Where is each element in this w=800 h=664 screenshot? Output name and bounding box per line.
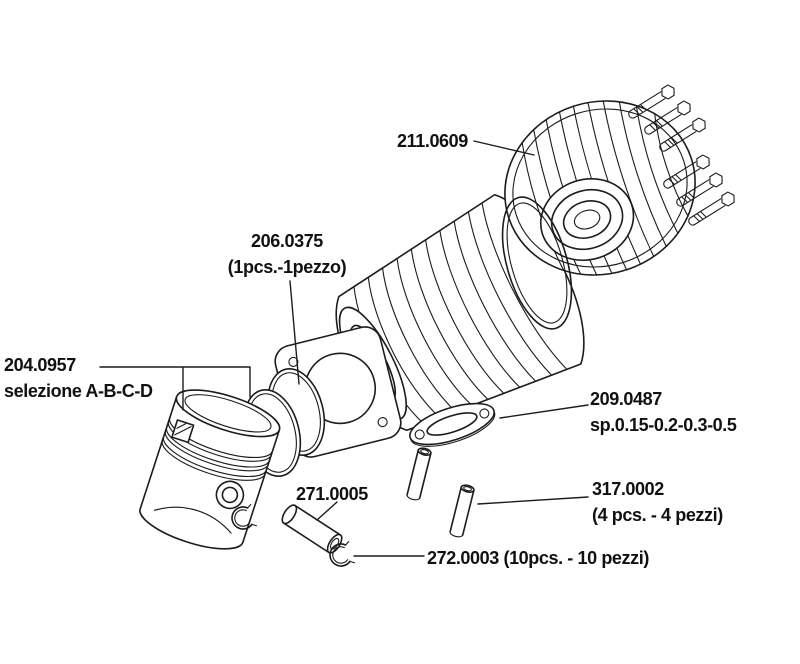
exhaust-gasket — [409, 402, 496, 447]
part-note: (4 pcs. - 4 pezzi) — [592, 505, 723, 525]
part-number: 206.0375 — [251, 231, 323, 251]
label-part-317-0002: 317.0002 (4 pcs. - 4 pezzi) — [592, 476, 723, 528]
part-number: 317.0002 — [592, 479, 664, 499]
dowel-pin-2 — [448, 483, 476, 539]
dowel-pin-1 — [405, 446, 433, 502]
label-part-211-0609: 211.0609 — [397, 128, 468, 154]
wrist-pin — [281, 504, 343, 554]
part-note: (1pcs.-1pezzo) — [227, 257, 347, 277]
part-number: 211.0609 — [397, 131, 468, 151]
part-number: 271.0005 — [296, 484, 368, 504]
head-sealing-ring — [501, 196, 573, 330]
part-number: 209.0487 — [590, 389, 662, 409]
wrist-pin-boss — [215, 480, 245, 510]
combustion-chamber — [539, 178, 635, 262]
leader-lines — [99, 140, 589, 557]
label-part-204-0957: 204.0957 selezione A-B-C-D — [4, 352, 153, 404]
piston — [139, 389, 281, 550]
part-number: 272.0003 (10pcs. - 10 pezzi) — [427, 548, 649, 568]
part-note: selezione A-B-C-D — [4, 381, 153, 401]
label-part-209-0487: 209.0487 sp.0.15-0.2-0.3-0.5 — [590, 386, 737, 438]
label-part-271-0005: 271.0005 — [296, 481, 368, 507]
part-number: 204.0957 — [4, 355, 76, 375]
part-note: sp.0.15-0.2-0.3-0.5 — [590, 415, 737, 435]
label-part-272-0003: 272.0003 (10pcs. - 10 pezzi) — [427, 545, 649, 571]
label-part-206-0375: 206.0375 (1pcs.-1pezzo) — [207, 228, 367, 280]
